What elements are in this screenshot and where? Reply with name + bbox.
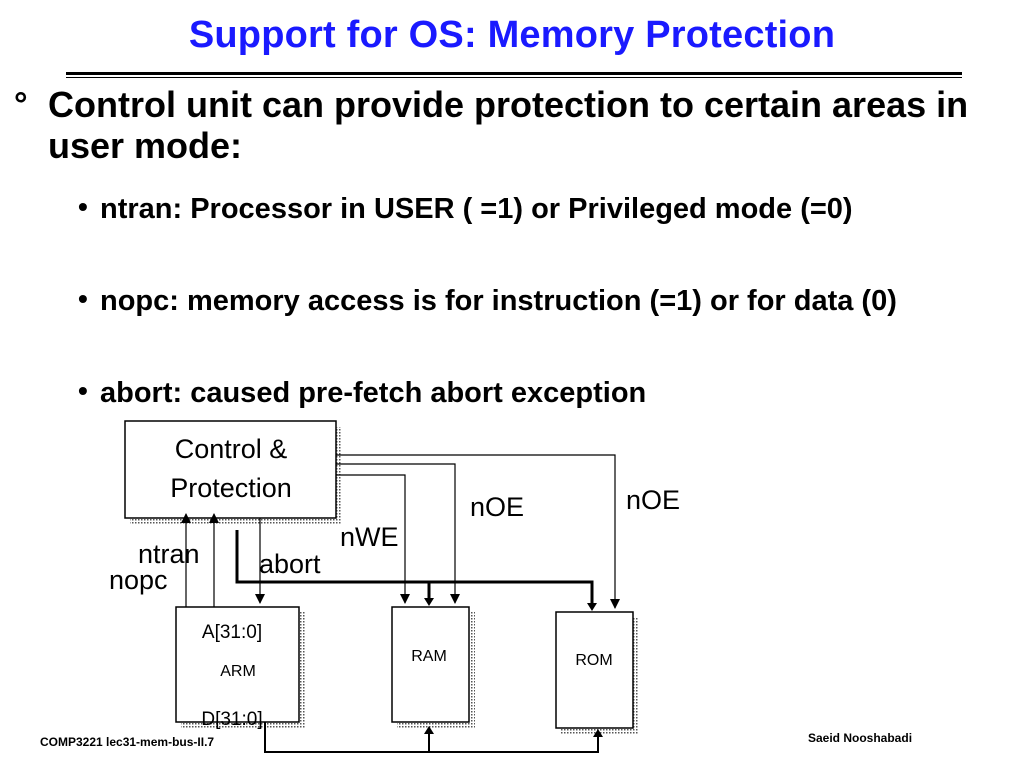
footer-author: Saeid Nooshabadi bbox=[808, 731, 913, 745]
sub-bullet-ntran: • ntran: Processor in USER ( =1) or Priv… bbox=[78, 191, 998, 227]
ram-box bbox=[391, 606, 470, 723]
noe-ram-label: nOE bbox=[470, 492, 524, 522]
address-bus-rom-arrowhead bbox=[587, 603, 597, 611]
footer-course: COMP3221 lec31-mem-bus-II.7 bbox=[40, 735, 215, 749]
sub-bullet-abort: • abort: caused pre-fetch abort exceptio… bbox=[78, 375, 998, 411]
sub-bullet-marker: • bbox=[78, 283, 88, 314]
bullet-marker: ° bbox=[14, 86, 28, 124]
address-bus-ram-arrowhead bbox=[424, 598, 434, 606]
ntran-label: ntran bbox=[138, 539, 200, 569]
sub-bullet-text: nopc: memory access is for instruction (… bbox=[100, 285, 897, 317]
sub-bullet-marker: • bbox=[78, 191, 88, 222]
nwe-label: nWE bbox=[340, 522, 399, 552]
address-bus bbox=[235, 530, 594, 607]
control-box-label-2: Protection bbox=[170, 473, 292, 503]
sub-bullet-nopc: • nopc: memory access is for instruction… bbox=[78, 283, 998, 319]
main-bullet-text: Control unit can provide protection to c… bbox=[48, 84, 969, 166]
noe-rom-line bbox=[336, 454, 620, 609]
sub-bullet-text: ntran: Processor in USER ( =1) or Privil… bbox=[100, 193, 853, 225]
nwe-line bbox=[336, 474, 410, 604]
slide-title: Support for OS: Memory Protection bbox=[188, 14, 836, 56]
noe-rom-label: nOE bbox=[626, 485, 680, 515]
noe-ram-line bbox=[336, 463, 460, 604]
title-rule bbox=[66, 72, 962, 75]
data-bus-rom-arrowhead bbox=[593, 729, 603, 737]
arm-address-label: A[31:0] bbox=[202, 622, 262, 643]
control-box-label-1: Control & bbox=[175, 434, 288, 464]
main-bullet: ° Control unit can provide protection to… bbox=[14, 84, 1004, 166]
arm-name-label: ARM bbox=[220, 663, 256, 680]
data-bus bbox=[264, 722, 599, 753]
rom-box bbox=[555, 611, 634, 729]
sub-bullet-text: abort: caused pre-fetch abort exception bbox=[100, 377, 647, 409]
arm-data-label: D[31:0] bbox=[201, 709, 262, 730]
sub-bullet-marker: • bbox=[78, 375, 88, 406]
title-rule-thin bbox=[66, 77, 962, 78]
ram-label: RAM bbox=[411, 648, 447, 665]
arm-box bbox=[175, 606, 300, 723]
nopc-label: nopc bbox=[109, 565, 168, 595]
rom-label: ROM bbox=[575, 652, 612, 669]
data-bus-ram-arrowhead bbox=[424, 726, 434, 734]
abort-label: abort bbox=[259, 549, 321, 579]
control-protection-box bbox=[124, 420, 337, 519]
